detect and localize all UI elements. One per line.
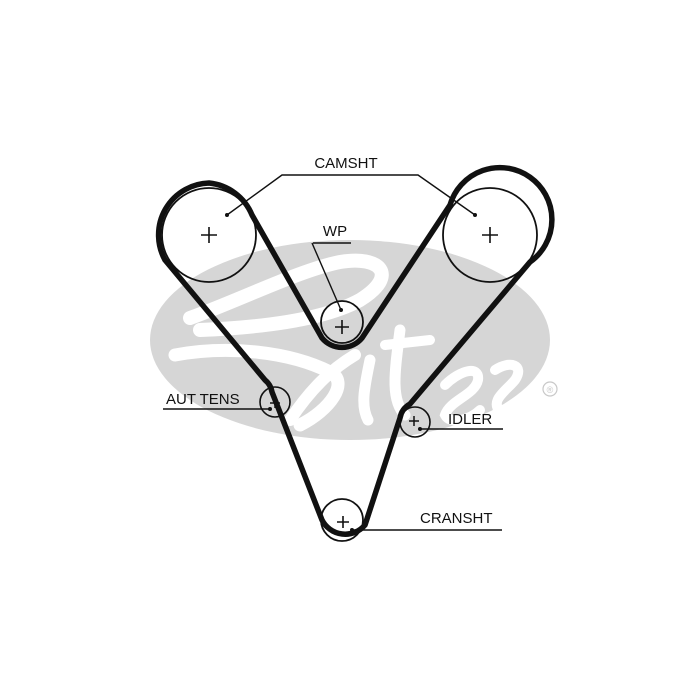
label-idler: IDLER [448,411,492,428]
pulley-camshaft-right [442,187,538,283]
camshaft-leader [226,174,476,216]
pulley-crankshaft [320,498,364,542]
registered-mark-circle [542,381,558,397]
leader-dots [225,213,477,532]
label-camshaft: CAMSHT [314,155,377,172]
gates-watermark: ® [150,240,558,440]
registered-mark: ® [547,385,554,395]
watermark-script [168,253,530,432]
pulley-water-pump [320,300,364,344]
watermark-oval [150,240,550,440]
label-water-pump: WP [323,223,347,240]
label-crankshaft: CRANSHT [420,510,493,527]
center-cross-icon [409,416,419,426]
center-cross-icon [482,227,498,243]
center-cross-icon [201,227,217,243]
label-auto-tensioner: AUT TENS [166,391,240,408]
wp-leader [311,242,342,311]
pulley-auto-tensioner [259,386,291,418]
timing-belt [155,164,555,537]
center-cross-icon [270,398,280,408]
pulley-idler [399,406,431,438]
pulley-camshaft-left [161,187,257,283]
center-cross-icon [337,516,349,528]
leader-lines [163,174,503,531]
center-cross-icon [335,320,349,334]
